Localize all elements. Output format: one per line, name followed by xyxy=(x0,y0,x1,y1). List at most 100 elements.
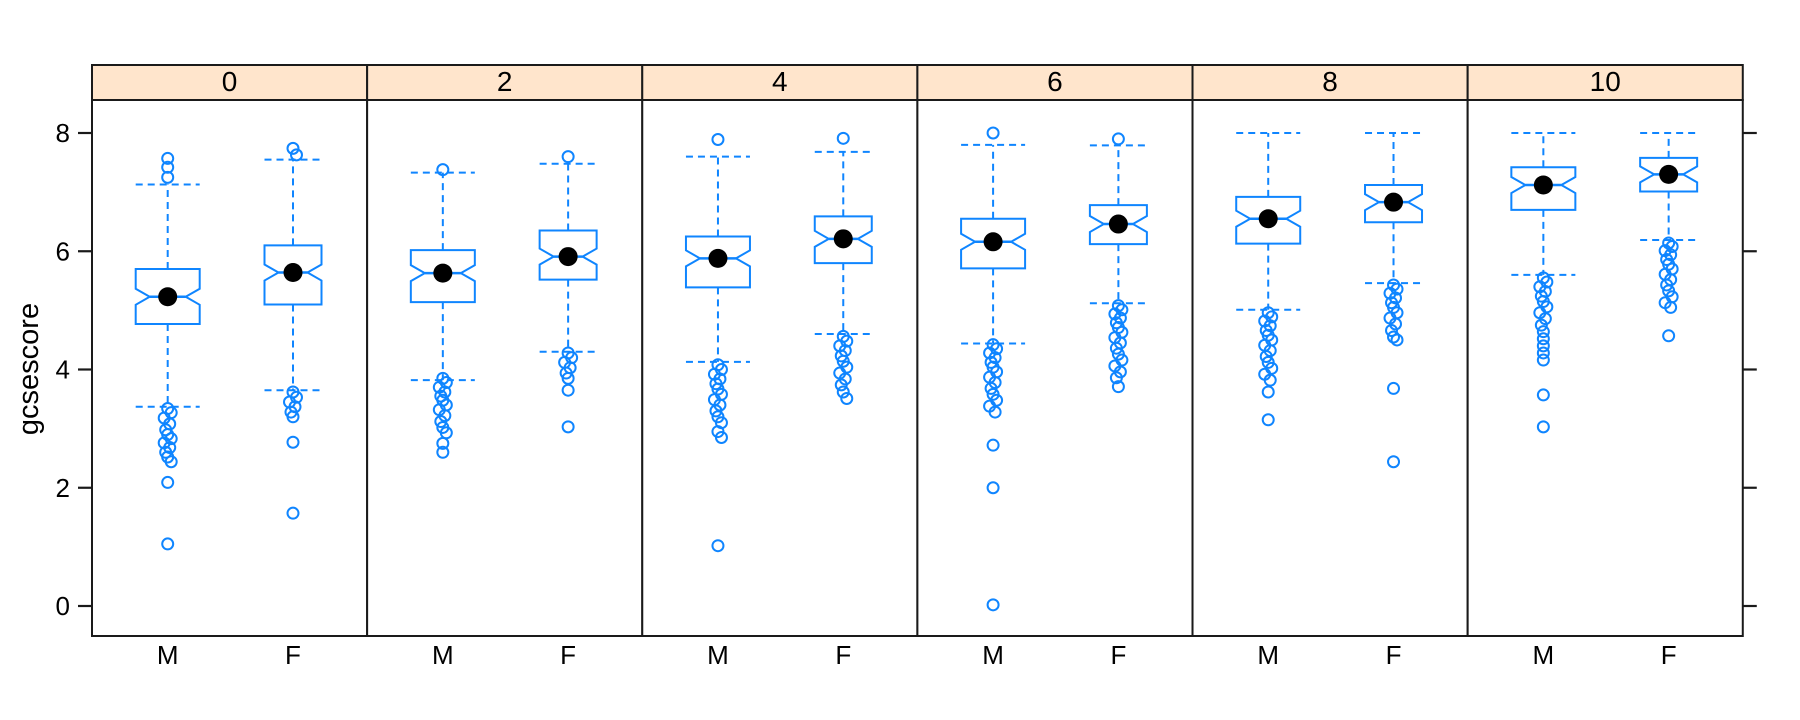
outlier-point xyxy=(986,438,1000,452)
outlier-point xyxy=(1536,325,1550,339)
outlier-point xyxy=(436,436,450,450)
panel-area xyxy=(1191,99,1469,637)
x-category-label-M: M xyxy=(707,640,729,670)
strip-header xyxy=(1191,64,1469,101)
median-dot xyxy=(833,229,853,249)
median-dot xyxy=(158,287,178,307)
outlier-point xyxy=(561,150,575,164)
median-dot xyxy=(708,248,728,268)
x-category-label-F: F xyxy=(1661,640,1677,670)
outlier-point xyxy=(986,481,1000,495)
panel-area xyxy=(641,99,919,637)
outlier-point xyxy=(990,342,1004,356)
x-category-label-M: M xyxy=(982,640,1004,670)
outlier-point xyxy=(438,385,452,399)
outlier-point xyxy=(986,598,1000,612)
outlier-point xyxy=(1109,371,1123,385)
panel-10: 10M F xyxy=(1466,64,1744,670)
outlier-point xyxy=(1390,333,1404,347)
outlier-point xyxy=(1385,323,1399,337)
x-category-label-F: F xyxy=(285,640,301,670)
y-tick-label: 4 xyxy=(56,355,70,385)
panel-area xyxy=(366,99,644,637)
outlier-point xyxy=(1261,413,1275,427)
boxplot-2-F xyxy=(538,150,598,434)
boxplot-6-F xyxy=(1088,132,1148,394)
median-dot xyxy=(1108,214,1128,234)
boxplot-2-M xyxy=(409,163,476,459)
boxplot-6-M xyxy=(960,126,1027,612)
outlier-point xyxy=(984,381,998,395)
y-tick-label: 2 xyxy=(56,473,70,503)
outlier-point xyxy=(436,445,450,459)
outlier-point xyxy=(161,151,175,165)
panel-area xyxy=(916,99,1194,637)
outlier-point xyxy=(286,506,300,520)
outlier-point xyxy=(711,133,725,147)
outlier-point xyxy=(711,539,725,553)
outlier-point xyxy=(434,415,448,429)
outlier-point xyxy=(1536,332,1550,346)
outlier-point xyxy=(1387,455,1401,469)
outlier-point xyxy=(1534,318,1548,332)
outlier-point xyxy=(1115,303,1129,317)
outlier-point xyxy=(561,420,575,434)
outlier-point xyxy=(834,378,848,392)
boxplot-0-F xyxy=(263,141,323,520)
boxplot-10-F xyxy=(1639,132,1699,343)
outlier-point xyxy=(290,148,303,162)
outlier-point xyxy=(986,126,1000,140)
strip-label: 10 xyxy=(1590,66,1621,97)
outlier-point xyxy=(988,405,1002,419)
outlier-point xyxy=(1536,346,1550,360)
panel-area xyxy=(91,99,369,637)
median-dot xyxy=(1533,175,1553,195)
y-tick-label: 6 xyxy=(56,236,70,266)
x-category-label-M: M xyxy=(157,640,179,670)
x-category-label-F: F xyxy=(560,640,576,670)
outlier-point xyxy=(164,455,178,469)
strip-label: 4 xyxy=(772,66,788,97)
outlier-point xyxy=(1536,388,1550,402)
strip-header xyxy=(366,64,644,101)
median-dot xyxy=(983,232,1003,252)
strip-label: 2 xyxy=(497,66,513,97)
outlier-point xyxy=(161,537,175,551)
x-category-label-M: M xyxy=(1257,640,1279,670)
outlier-point xyxy=(164,432,178,446)
outlier-point xyxy=(1538,312,1552,326)
outlier-point xyxy=(1111,380,1125,394)
outlier-point xyxy=(286,435,300,449)
outlier-point xyxy=(840,391,854,405)
outlier-point xyxy=(1259,349,1273,363)
outlier-point xyxy=(1387,330,1401,344)
x-category-label-F: F xyxy=(1386,640,1402,670)
median-dot xyxy=(1258,209,1278,229)
boxplot-10-M xyxy=(1510,132,1577,434)
x-category-label-M: M xyxy=(1533,640,1555,670)
median-dot xyxy=(283,263,303,283)
outlier-point xyxy=(1536,353,1550,367)
x-category-label-F: F xyxy=(1110,640,1126,670)
strip-label: 6 xyxy=(1047,66,1063,97)
strip-header xyxy=(641,64,919,101)
outlier-point xyxy=(1111,132,1125,146)
outlier-point xyxy=(1390,282,1404,296)
outlier-point xyxy=(161,170,175,184)
x-category-label-M: M xyxy=(432,640,454,670)
median-dot xyxy=(558,247,578,267)
outlier-point xyxy=(714,430,728,444)
outlier-point xyxy=(836,131,850,145)
boxplot-8-M xyxy=(1235,132,1302,427)
median-dot xyxy=(1659,164,1679,184)
boxplot-8-F xyxy=(1364,132,1424,469)
panel-area xyxy=(1466,99,1744,637)
outlier-point xyxy=(1109,341,1123,355)
outlier-point xyxy=(561,383,575,397)
outlier-point xyxy=(286,141,300,155)
outlier-point xyxy=(1664,300,1678,314)
